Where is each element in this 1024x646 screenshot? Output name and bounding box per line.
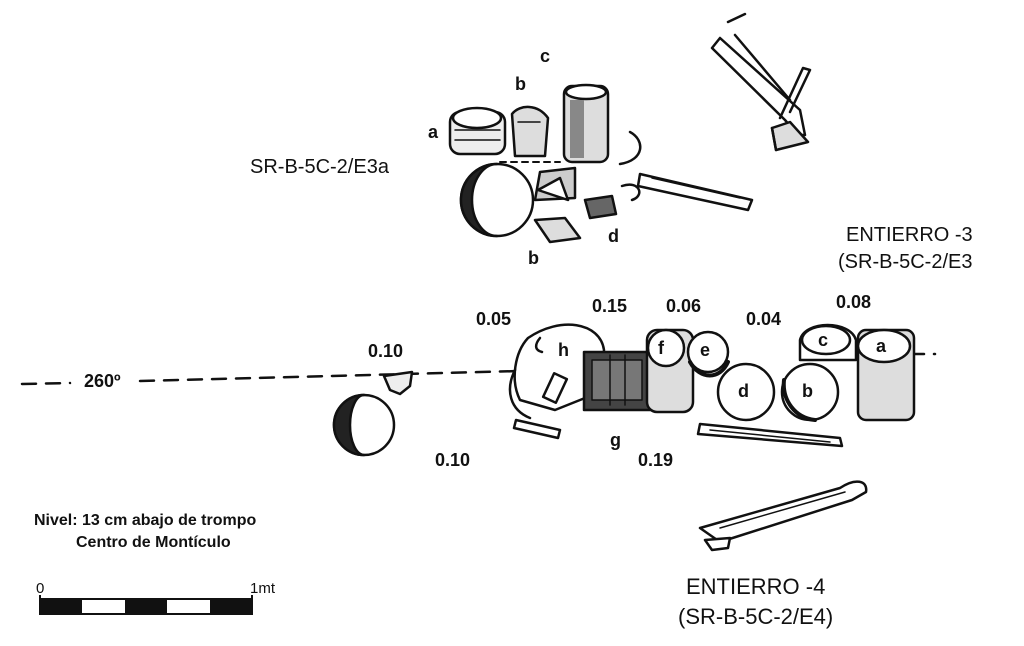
scale-start-label: 0 [36,580,45,597]
depth-label: 0.06 [666,296,702,316]
vessel-letter-c: c [818,330,829,350]
upper-group-label: SR-B-5C-2/E3a [250,156,389,178]
vessel-letter-a: a [876,336,887,356]
vessel-letter-g: g [610,430,621,450]
depth-label: 0.10 [435,450,471,470]
small-bowl [382,370,414,396]
orientation-label: 260º [84,371,121,391]
depth-label: 0.04 [746,309,782,329]
vessel-letter-h: h [558,340,569,360]
vessel-letter-b: b [802,381,813,401]
burial-4-bone [698,480,868,552]
vessel-letter-b-lower: b [528,248,539,268]
vessel-letter-d-upper: d [608,226,619,246]
vessel-letter-a-upper: a [428,122,439,142]
entierro-3-title: ENTIERRO -3 [846,224,973,246]
left-sphere [332,393,396,457]
vessel-letter-e: e [700,340,711,360]
depth-label: 0.15 [592,296,628,316]
north-arrow-icon [710,12,812,152]
upper-offering-group [448,83,754,244]
vessel-letter-c-upper: c [540,46,551,66]
entierro-3-code: (SR-B-5C-2/E3 [838,251,973,273]
vessel-letter-f: f [658,338,664,358]
scale-end-label: 1mt [250,580,276,597]
center-note: Centro de Montículo [76,534,231,551]
entierro-4-title: ENTIERRO -4 [686,574,826,599]
scale-bar [39,595,253,615]
depth-label: 0.08 [836,292,872,312]
depth-label: 0.05 [476,309,512,329]
vessel-letter-b-upper: b [515,74,526,94]
depth-label: 0.19 [638,450,674,470]
vessel-letter-d: d [738,381,749,401]
burial-3-group [508,323,916,448]
level-note: Nivel: 13 cm abajo de trompo [34,512,257,529]
depth-label: 0.10 [368,341,404,361]
entierro-4-code: (SR-B-5C-2/E4) [678,604,834,629]
